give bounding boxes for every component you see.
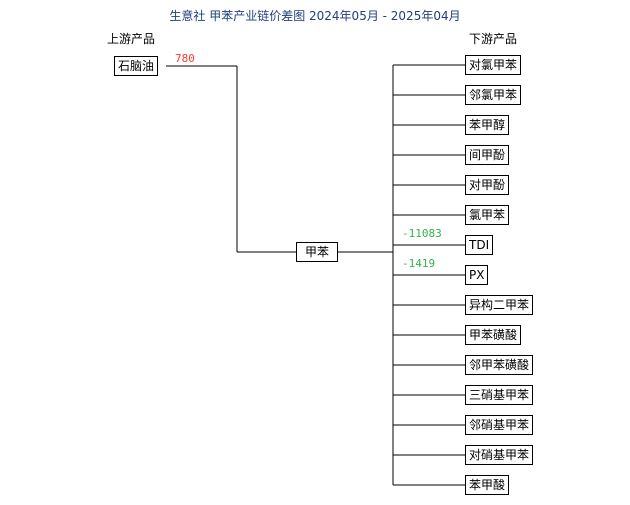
downstream-node: 邻甲苯磺酸 <box>465 355 534 375</box>
downstream-diff: -1419 <box>402 257 436 270</box>
downstream-node: PX <box>465 265 489 285</box>
downstream-node: 对甲酚 <box>465 175 510 195</box>
upstream-header: 上游产品 <box>107 32 156 46</box>
downstream-node: 邻硝基甲苯 <box>465 415 534 435</box>
chart-title: 生意社 甲苯产业链价差图 2024年05月 - 2025年04月 <box>169 9 461 23</box>
downstream-node: 三硝基甲苯 <box>465 385 534 405</box>
center-node: 甲苯 <box>296 242 338 262</box>
downstream-diff: -11083 <box>402 227 442 240</box>
downstream-node: 甲苯磺酸 <box>465 325 522 345</box>
downstream-node: 苯甲酸 <box>465 475 510 495</box>
downstream-node: 间甲酚 <box>465 145 510 165</box>
downstream-node: 对硝基甲苯 <box>465 445 534 465</box>
downstream-node: 异构二甲苯 <box>465 295 534 315</box>
downstream-node: 对氯甲苯 <box>465 55 522 75</box>
downstream-header: 下游产品 <box>469 32 518 46</box>
downstream-node: TDI <box>465 235 494 255</box>
downstream-node: 苯甲醇 <box>465 115 510 135</box>
downstream-node: 氯甲苯 <box>465 205 510 225</box>
downstream-node: 邻氯甲苯 <box>465 85 522 105</box>
upstream-diff: 780 <box>175 52 195 65</box>
upstream-node: 石脑油 <box>114 56 159 76</box>
